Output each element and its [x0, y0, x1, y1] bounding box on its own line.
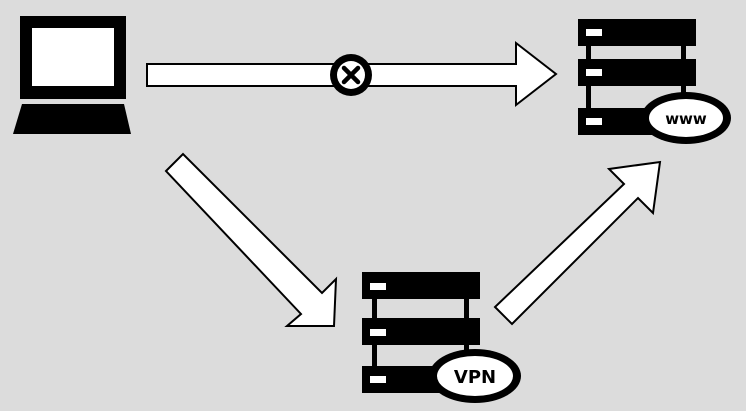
vpn-badge-label: VPN: [454, 367, 496, 388]
laptop-screen: [32, 28, 114, 86]
server-led: [586, 118, 602, 125]
vpn-to-website-arrow: [493, 160, 662, 326]
laptop-keyboard-base: [13, 104, 131, 134]
vpn-badge: VPN: [429, 349, 521, 403]
blocked-arrow: [146, 40, 558, 108]
www-badge: www: [641, 92, 731, 144]
www-badge-label: www: [665, 110, 707, 128]
client-to-vpn-arrow: [164, 152, 338, 327]
server-led: [370, 329, 386, 336]
server-led: [586, 69, 602, 76]
server-led: [370, 376, 386, 383]
x-circle-icon: [330, 54, 372, 96]
server-led: [370, 283, 386, 290]
server-led: [586, 29, 602, 36]
website-server-icon: www: [578, 19, 731, 144]
vpn-server-icon: VPN: [362, 272, 521, 403]
laptop-icon: [13, 16, 131, 134]
